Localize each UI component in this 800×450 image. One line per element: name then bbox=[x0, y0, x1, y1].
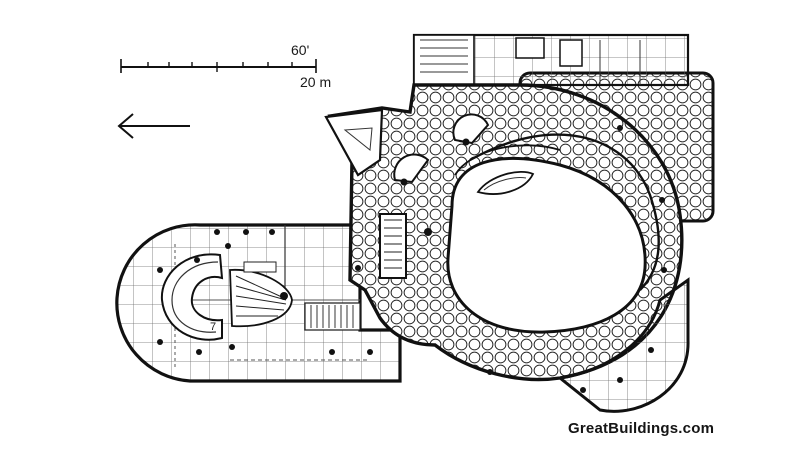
scale-meters-label: 20 m bbox=[300, 74, 331, 90]
entrance-wedge bbox=[324, 108, 384, 177]
scale-bar: 60' 20 m bbox=[120, 42, 331, 90]
spiral-stair bbox=[229, 269, 293, 328]
north-arrow-icon bbox=[117, 113, 190, 139]
service-block bbox=[412, 33, 690, 87]
columns bbox=[157, 125, 667, 393]
lower-right-bay bbox=[556, 277, 690, 413]
central-void bbox=[446, 157, 647, 334]
scale-feet-label: 60' bbox=[291, 42, 309, 58]
credit-watermark: GreatBuildings.com bbox=[568, 420, 715, 437]
inner-rotunda bbox=[160, 253, 224, 341]
stair-core bbox=[379, 213, 432, 279]
room-number: 7 bbox=[210, 321, 216, 333]
left-wing: 7 bbox=[115, 223, 402, 383]
semicircle-rooms bbox=[393, 113, 490, 186]
